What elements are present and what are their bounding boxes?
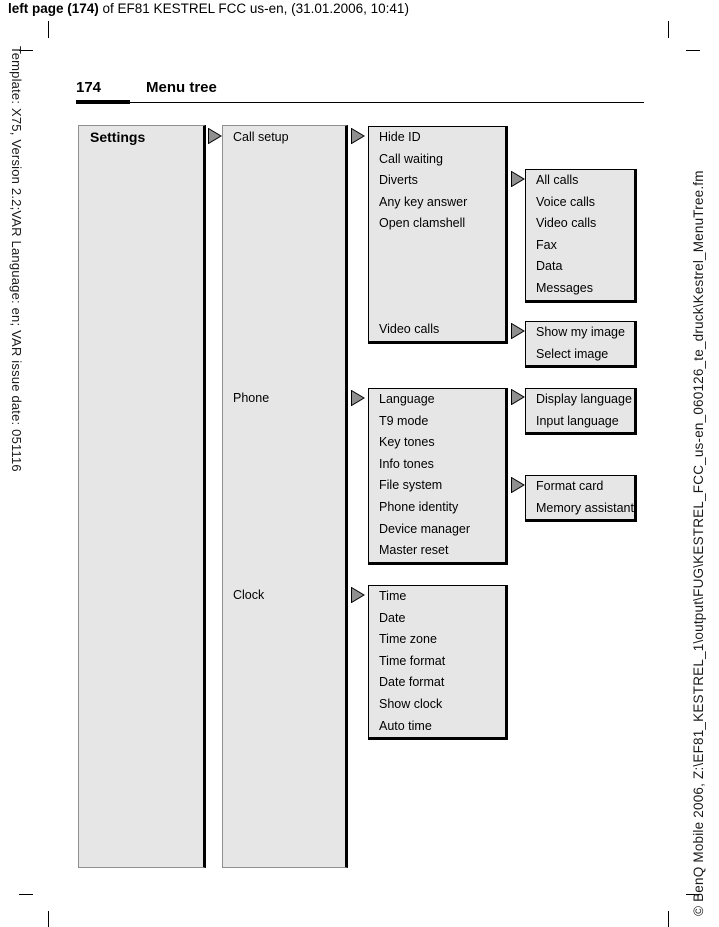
header-rule xyxy=(76,100,644,105)
menu-item-file-system: File system xyxy=(379,478,443,493)
menu-item-info-tones: Info tones xyxy=(379,456,434,471)
menu-group-phone: Phone xyxy=(233,391,270,405)
crop-mark-top-left-horizontal xyxy=(19,50,33,51)
menu-item-master-reset: Master reset xyxy=(379,543,449,558)
file-system-submenu-box: Format card Memory assistant xyxy=(525,475,637,523)
menu-item-device-manager: Device manager xyxy=(379,521,471,536)
crop-mark-bottom-left-vertical xyxy=(48,911,49,927)
menu-item-t9-mode: T9 mode xyxy=(379,413,429,428)
crop-mark-bottom-right-horizontal xyxy=(686,894,700,895)
menu-item-time: Time xyxy=(379,589,407,603)
menu-item-show-clock: Show clock xyxy=(379,696,443,711)
menu-item-call-waiting: Call waiting xyxy=(379,151,443,166)
menu-level2-box: Call setup Phone Clock xyxy=(222,125,348,868)
menu-item-input-language: Input language xyxy=(536,413,619,428)
menu-item-messages: Messages xyxy=(536,280,593,295)
diverts-submenu-box: All calls Voice calls Video calls Fax Da… xyxy=(525,169,637,303)
menu-item-all-calls: All calls xyxy=(536,173,579,187)
menu-item-fax: Fax xyxy=(536,237,557,252)
file-info-text: of EF81 KESTREL FCC us-en, (31.01.2006, … xyxy=(98,1,409,16)
menu-root-box: Settings xyxy=(78,125,206,868)
menu-item-auto-time: Auto time xyxy=(379,718,432,733)
menu-item-video-calls: Video calls xyxy=(379,322,440,336)
crop-mark-bottom-left-horizontal xyxy=(19,894,33,895)
menu-item-time-format: Time format xyxy=(379,653,446,668)
menu-item-language: Language xyxy=(379,392,435,406)
menu-item-voice-calls: Voice calls xyxy=(536,194,596,209)
file-header-note: left page (174) of EF81 KESTREL FCC us-e… xyxy=(8,1,409,16)
phone-submenu-box: Language T9 mode Key tones Info tones Fi… xyxy=(368,388,508,565)
menu-item-video-calls: Video calls xyxy=(536,216,597,231)
menu-item-hide-id: Hide ID xyxy=(379,130,421,144)
arrow-right-icon xyxy=(511,477,525,493)
crop-mark-top-right-horizontal xyxy=(686,50,700,51)
arrow-right-icon xyxy=(208,128,222,144)
arrow-right-icon xyxy=(351,587,365,603)
arrow-right-icon xyxy=(511,389,525,405)
menu-item-display-language: Display language xyxy=(536,392,632,406)
menu-item-time-zone: Time zone xyxy=(379,632,437,647)
crop-mark-top-right-vertical xyxy=(668,21,669,38)
right-margin-copyright-note: © BenQ Mobile 2006, Z:\EF81_KESTREL_1\ou… xyxy=(691,170,706,916)
menu-item-phone-identity: Phone identity xyxy=(379,499,459,514)
left-margin-template-note: Template: X75, Version 2.2;VAR Language:… xyxy=(9,46,24,472)
menu-item-select-image: Select image xyxy=(536,346,609,361)
arrow-right-icon xyxy=(351,390,365,406)
menu-item-date-format: Date format xyxy=(379,675,445,690)
menu-item-memory-assistant: Memory assistant xyxy=(536,500,634,515)
menu-item-data: Data xyxy=(536,259,563,274)
language-submenu-box: Display language Input language xyxy=(525,388,637,436)
menu-item-key-tones: Key tones xyxy=(379,435,435,450)
page-title: Menu tree xyxy=(146,79,217,96)
menu-item-show-my-image: Show my image xyxy=(536,325,625,339)
menu-item-format-card: Format card xyxy=(536,479,604,493)
page-indicator-text: left page (174) xyxy=(8,1,99,16)
header-rule-thin-line xyxy=(76,102,644,103)
menu-item-open-clamshell: Open clamshell xyxy=(379,216,466,231)
arrow-right-icon xyxy=(351,128,365,144)
menu-group-call-setup: Call setup xyxy=(233,130,289,144)
arrow-right-icon xyxy=(511,323,525,339)
page-number: 174 xyxy=(76,79,102,96)
call-setup-submenu-box: Hide ID Call waiting Diverts Any key ans… xyxy=(368,126,508,344)
menu-item-diverts: Diverts xyxy=(379,173,418,188)
video-calls-submenu-box: Show my image Select image xyxy=(525,321,637,369)
arrow-right-icon xyxy=(511,171,525,187)
menu-group-clock: Clock xyxy=(233,588,265,602)
clock-submenu-box: Time Date Time zone Time format Date for… xyxy=(368,585,508,741)
crop-mark-bottom-right-vertical xyxy=(668,911,669,927)
menu-root-label: Settings xyxy=(90,129,146,145)
menu-item-any-key-answer: Any key answer xyxy=(379,194,468,209)
crop-mark-top-left-vertical xyxy=(48,21,49,38)
menu-item-date: Date xyxy=(379,610,406,625)
